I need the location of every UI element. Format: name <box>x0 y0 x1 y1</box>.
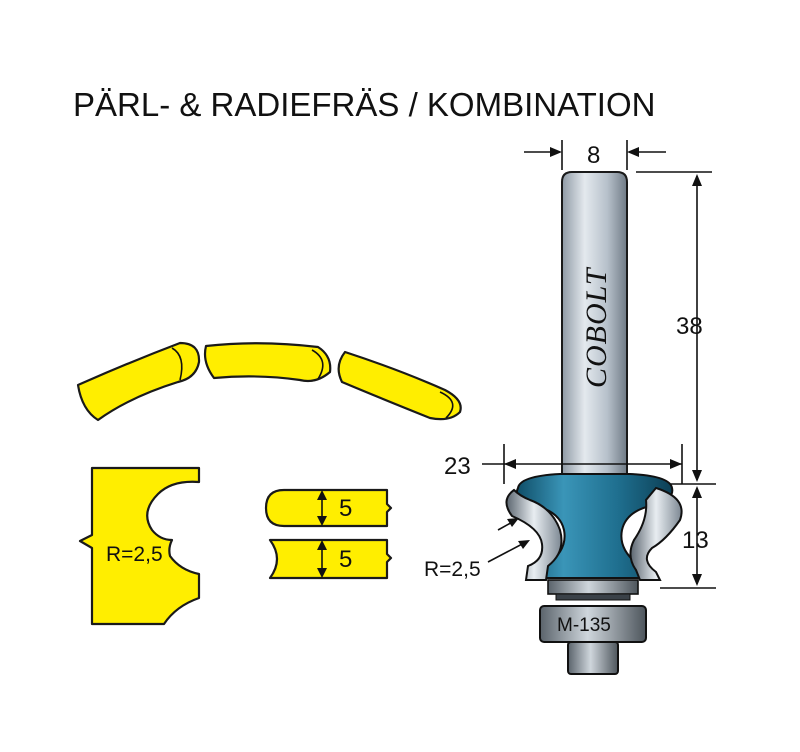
molding-arc-illustration <box>76 341 462 422</box>
profile-strip-upper <box>264 488 393 528</box>
strip-upper-dimension: 5 <box>339 495 352 522</box>
cutter-diameter-value: 23 <box>444 453 471 480</box>
bit-blade-left <box>505 488 563 581</box>
cutting-height-value: 13 <box>682 527 709 554</box>
strip-lower-dimension: 5 <box>339 546 352 573</box>
router-bit: COBOLT M-135 <box>505 171 683 675</box>
radius-callout: R=2,5 <box>424 518 530 581</box>
total-length-value: 38 <box>676 313 703 340</box>
bit-blade-right <box>629 486 683 581</box>
dimension-total-length: 38 <box>636 171 712 482</box>
brand-label: COBOLT <box>580 266 613 388</box>
bit-collar <box>547 579 639 595</box>
dimension-cutter-diameter: 23 <box>444 444 683 484</box>
dimension-cutting-height: 13 <box>660 483 716 589</box>
bit-screw <box>567 641 619 675</box>
dimension-shank-diameter: 8 <box>524 140 666 170</box>
molding-piece-right <box>337 350 462 421</box>
profile-strip-lower <box>268 538 393 580</box>
molding-piece-left <box>76 341 201 422</box>
bit-cutter-body <box>515 473 674 579</box>
profile-section-left: R=2,5 <box>78 466 201 626</box>
model-label: M-135 <box>557 615 611 636</box>
bit-radius-label: R=2,5 <box>424 558 481 581</box>
bit-shank <box>561 171 628 489</box>
profile-radius-label: R=2,5 <box>106 543 163 566</box>
molding-piece-middle <box>203 342 332 383</box>
page-title: PÄRL- & RADIEFRÄS / KOMBINATION <box>73 86 655 123</box>
shank-diameter-value: 8 <box>587 142 600 169</box>
profile-strips: 5 5 <box>264 488 393 580</box>
